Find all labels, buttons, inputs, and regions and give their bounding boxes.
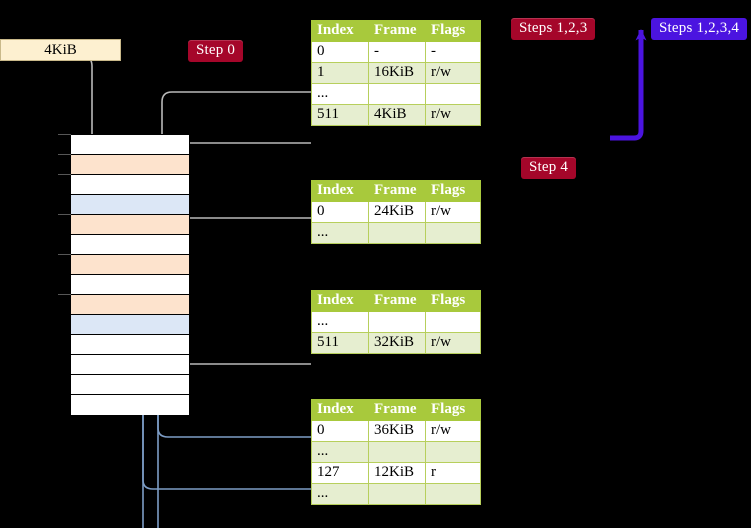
memory-grid-tick (58, 254, 71, 255)
table-cell: - (425, 41, 481, 63)
memory-frame-row (71, 375, 189, 395)
table-row: ... (311, 311, 481, 333)
column-header-frame: Frame (368, 399, 426, 421)
column-header-flags: Flags (425, 180, 481, 202)
step-0-badge: Step 0 (188, 40, 244, 62)
table-cell (425, 222, 481, 244)
table-row: ... (311, 483, 481, 505)
column-header-index: Index (311, 180, 369, 202)
table-row: ... (311, 222, 481, 244)
memory-frame-row (71, 215, 189, 235)
table-cell: ... (311, 311, 369, 333)
memory-grid-tick (58, 294, 71, 295)
table-cell (368, 222, 426, 244)
memory-frame-row (71, 315, 189, 335)
table-cell: r/w (425, 420, 481, 442)
steps-123-badge: Steps 1,2,3 (511, 18, 596, 40)
table-cell (368, 83, 426, 105)
table-cell: r/w (425, 332, 481, 354)
table-cell (368, 311, 426, 333)
memory-frame-row (71, 335, 189, 355)
memory-frame-row (71, 295, 189, 315)
table-cell: 36KiB (368, 420, 426, 442)
table-row: ... (311, 83, 481, 105)
table-cell: 0 (311, 420, 369, 442)
table-cell: ... (311, 483, 369, 505)
table-cell: ... (311, 222, 369, 244)
table-cell: r/w (425, 201, 481, 223)
column-header-frame: Frame (368, 20, 426, 42)
table-cell: 24KiB (368, 201, 426, 223)
memory-frame-row (71, 175, 189, 195)
table-cell: r (425, 462, 481, 484)
memory-size-label: 4KiB (0, 39, 121, 61)
column-header-index: Index (311, 20, 369, 42)
column-header-flags: Flags (425, 290, 481, 312)
table-cell: 511 (311, 332, 369, 354)
table-cell (425, 483, 481, 505)
table-cell: 12KiB (368, 462, 426, 484)
memory-frame-row (71, 195, 189, 215)
table-cell: 4KiB (368, 104, 426, 126)
table-cell (425, 83, 481, 105)
steps-1234-badge: Steps 1,2,3,4 (651, 18, 748, 40)
table-cell (425, 311, 481, 333)
table-cell: - (368, 41, 426, 63)
memory-frame-row (71, 155, 189, 175)
column-header-frame: Frame (368, 290, 426, 312)
table-cell: r/w (425, 104, 481, 126)
step-4-badge: Step 4 (521, 157, 577, 179)
table-cell: r/w (425, 62, 481, 84)
memory-frame-row (71, 255, 189, 275)
column-header-index: Index (311, 290, 369, 312)
table-cell: 1 (311, 62, 369, 84)
table-cell (425, 441, 481, 463)
table-cell: 511 (311, 104, 369, 126)
memory-grid-tick (58, 154, 71, 155)
column-header-flags: Flags (425, 20, 481, 42)
table-cell: 0 (311, 201, 369, 223)
table-row: 0-- (311, 41, 481, 63)
memory-grid-tick (58, 214, 71, 215)
column-header-frame: Frame (368, 180, 426, 202)
table-cell (368, 441, 426, 463)
table-cell: 127 (311, 462, 369, 484)
table-cell: 32KiB (368, 332, 426, 354)
table-cell: 0 (311, 41, 369, 63)
memory-frame-row (71, 395, 189, 415)
table-cell: 16KiB (368, 62, 426, 84)
physical-memory-grid (70, 134, 190, 415)
memory-grid-tick (58, 174, 71, 175)
memory-grid-tick (58, 134, 71, 135)
memory-frame-row (71, 355, 189, 375)
column-header-index: Index (311, 399, 369, 421)
table-cell: ... (311, 441, 369, 463)
column-header-flags: Flags (425, 399, 481, 421)
memory-frame-row (71, 275, 189, 295)
table-cell (368, 483, 426, 505)
table-cell: ... (311, 83, 369, 105)
memory-frame-row (71, 235, 189, 255)
memory-frame-row (71, 135, 189, 155)
table-row: ... (311, 441, 481, 463)
